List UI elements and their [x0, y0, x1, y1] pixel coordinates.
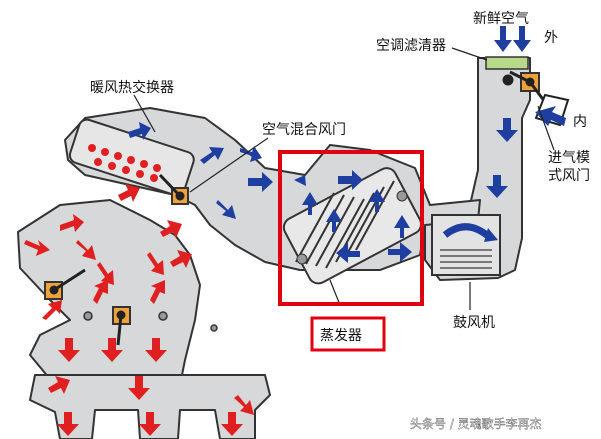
label-blower: 鼓风机 — [453, 315, 495, 331]
label-blend-door: 空气混合风门 — [262, 122, 346, 138]
leader-lines — [133, 47, 555, 310]
label-cabin-filter: 空调滤清器 — [376, 38, 446, 54]
label-intake-door-line2: 式风门 — [548, 168, 590, 184]
evaporator-core — [282, 167, 423, 285]
cabin-filter — [485, 56, 529, 70]
label-evaporator: 蒸发器 — [320, 328, 362, 344]
blower-wheel — [431, 214, 501, 276]
watermark-text: 头条号 / 灵魂歌手李再杰 — [410, 416, 542, 431]
label-heater-core: 暖风热交换器 — [90, 79, 174, 96]
label-outside: 外 — [544, 30, 558, 46]
label-intake-door-line1: 进气模 — [548, 150, 590, 166]
cold-airflow-arrows — [128, 26, 566, 263]
label-fresh-air: 新鲜空气 — [473, 11, 529, 27]
hot-airflow-arrows — [24, 184, 254, 436]
watermark: 头条号 / 灵魂歌手李再杰 — [410, 416, 542, 431]
evaporator-label-box — [310, 316, 386, 352]
evaporator-highlight-box — [278, 150, 424, 306]
label-inside: 内 — [573, 114, 587, 130]
